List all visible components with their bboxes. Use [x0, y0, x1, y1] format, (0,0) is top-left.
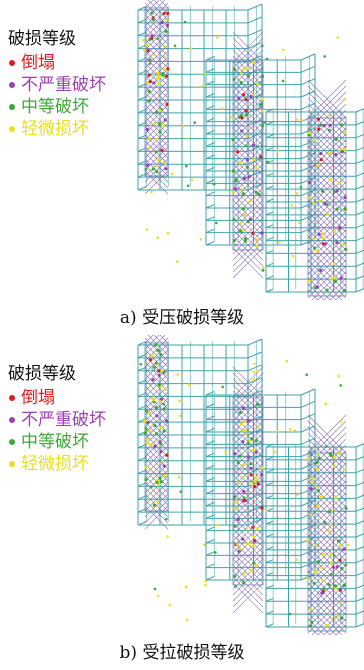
legend: 破损等级 倒塌 不严重破坏 中等破坏 轻微损坏: [8, 28, 106, 140]
frame-damage-markers: [139, 360, 350, 622]
legend-marker-purple: [9, 417, 15, 423]
damage-markers: [307, 117, 348, 292]
legend-marker-yellow: [9, 461, 15, 467]
legend-item-moderate: 中等破坏: [8, 431, 106, 453]
legend-item-collapse: 倒塌: [8, 387, 106, 409]
frame-grid: [137, 3, 364, 293]
shear-wall: [143, 335, 169, 530]
shear-wall: [144, 0, 170, 195]
figure-b: 破损等级 倒塌 不严重破坏 中等破坏 轻微损坏 b) 受拉破损等级: [0, 335, 364, 670]
shear-wall: [231, 31, 265, 279]
figure-caption: b) 受拉破损等级: [119, 643, 245, 663]
damage-markers: [232, 402, 264, 585]
legend-marker-red: [9, 395, 15, 401]
damage-markers: [231, 60, 265, 248]
legend-label: 轻微损坏: [21, 119, 89, 139]
damage-markers: [306, 451, 348, 628]
frame-damage-markers: [142, 20, 346, 280]
structure-model-compression: [137, 0, 364, 300]
damage-markers: [143, 343, 169, 507]
legend-title: 破损等级: [8, 364, 76, 384]
legend-label: 不严重破坏: [21, 410, 106, 430]
structure-model-tension: [137, 335, 364, 635]
legend-marker-green: [9, 104, 15, 110]
legend-item-moderate: 中等破坏: [8, 96, 106, 118]
legend-marker-purple: [9, 82, 15, 88]
shear-wall: [307, 79, 348, 300]
legend-marker-red: [9, 60, 15, 66]
legend-label: 倒塌: [21, 388, 55, 408]
legend-title: 破损等级: [8, 29, 76, 49]
figure-caption: a) 受压破损等级: [119, 308, 245, 328]
legend-marker-green: [9, 439, 15, 445]
legend-label: 中等破坏: [21, 432, 89, 452]
shear-wall: [306, 414, 348, 635]
legend-item-collapse: 倒塌: [8, 52, 106, 74]
legend-item-minor-severe: 不严重破坏: [8, 409, 106, 431]
shear-wall: [232, 366, 264, 614]
legend-label: 倒塌: [21, 53, 55, 73]
figure-a: 破损等级 倒塌 不严重破坏 中等破坏 轻微损坏 a) 受压破损等级: [8, 0, 364, 328]
legend: 破损等级 倒塌 不严重破坏 中等破坏 轻微损坏: [8, 363, 106, 475]
legend-item-slight: 轻微损坏: [8, 118, 106, 140]
legend-label: 轻微损坏: [21, 454, 89, 474]
legend-item-minor-severe: 不严重破坏: [8, 74, 106, 96]
legend-item-slight: 轻微损坏: [8, 453, 106, 475]
legend-label: 不严重破坏: [21, 75, 106, 95]
legend-marker-yellow: [9, 126, 15, 132]
legend-label: 中等破坏: [21, 97, 89, 117]
damage-markers: [145, 11, 170, 174]
